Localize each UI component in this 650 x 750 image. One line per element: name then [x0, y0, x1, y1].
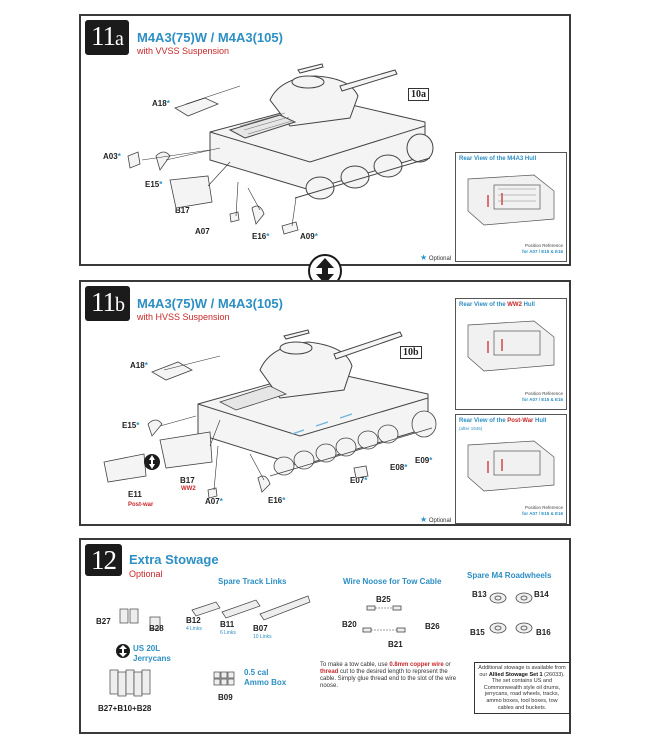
position-reference: Position Reference for A07 / E15 & E16 — [522, 505, 563, 516]
part-label-b09: B09 — [218, 693, 233, 702]
part-label-b17: B17 — [175, 206, 190, 215]
inset-title: Rear View of the Post-War Hull — [459, 418, 547, 424]
part-label-b16: B16 — [536, 628, 551, 637]
optional-star-icon: ★ — [420, 515, 428, 524]
step-number: 11a — [85, 20, 129, 55]
optional-legend: ★ Optional — [420, 253, 452, 262]
part-sub-b12: 4 Links — [186, 626, 202, 632]
part-note-ww2: WW2 — [181, 486, 196, 492]
part-label-b21: B21 — [388, 640, 403, 649]
step-title: M4A3(75)W / M4A3(105) — [137, 30, 283, 45]
part-label-b15: B15 — [470, 628, 485, 637]
swap-arrows-icon — [116, 644, 130, 658]
jerrycans-illustration — [109, 669, 151, 697]
part-label-a09: A09* — [300, 232, 318, 241]
part-label-b12: B12 — [186, 616, 201, 625]
part-label-e07: E07* — [350, 476, 368, 485]
part-label-b07: B07 — [253, 624, 268, 633]
rear-hull-sketch — [467, 320, 555, 372]
part-label-b26: B26 — [425, 622, 440, 631]
part-note-post-war: Post-war — [128, 502, 154, 508]
track-links-illustration — [191, 595, 311, 621]
part-sub-b11: 6 Links — [220, 630, 236, 636]
roadwheels-illustration — [489, 592, 533, 634]
part-label-e08: E08* — [390, 463, 408, 472]
parts-11a-shapes — [127, 85, 299, 235]
stowage-set-note: Additional stowage is available from our… — [474, 662, 570, 715]
step-number: 11b — [85, 286, 130, 321]
roadwheels-title: Spare M4 Roadwheels — [467, 571, 552, 580]
part-label-e15: E15* — [145, 180, 163, 189]
wire-noose-title: Wire Noose for Tow Cable — [343, 577, 442, 586]
part-label-a18: A18* — [130, 361, 148, 370]
part-label-b20: B20 — [342, 620, 357, 629]
part-label-b17: B17 — [180, 476, 195, 485]
ammo-box-title: 0.5 cal Ammo Box — [244, 668, 287, 687]
part-label-e16: E16* — [252, 232, 270, 241]
part-label-a07: A07 — [195, 227, 210, 236]
part-label-b13: B13 — [472, 590, 487, 599]
step-12-panel: 12 Extra Stowage Optional — [79, 538, 571, 734]
inset-rear-view-post-war: Rear View of the Post-War Hull (after 19… — [455, 414, 567, 524]
optional-star-icon: ★ — [420, 253, 428, 262]
part-label-e16: E16* — [268, 496, 286, 505]
part-label-e11: E11 — [128, 490, 142, 499]
part-label-a07: A07* — [205, 497, 223, 506]
ammo-box-illustration — [213, 671, 235, 686]
position-reference: Position Reference for A07 / E15 & E16 — [522, 243, 563, 254]
step-number: 12 — [85, 544, 122, 576]
part-label-e09: E09* — [415, 456, 433, 465]
rear-hull-sketch — [467, 174, 555, 226]
swap-arrows-icon — [308, 254, 342, 288]
part-label-a03: A03* — [103, 152, 121, 161]
tank-vvss-illustration — [209, 63, 434, 200]
part-label-b11: B11 — [220, 620, 235, 629]
step-subtitle: with VVSS Suspension — [137, 46, 230, 56]
step-11a-panel: 11a M4A3(75)W / M4A3(105) with VVSS Susp… — [79, 14, 571, 266]
inset-rear-view-ww2: Rear View of the WW2 Hull Position Refer… — [455, 298, 567, 410]
step-subtitle: with HVSS Suspension — [137, 312, 230, 322]
step-title: M4A3(75)W / M4A3(105) — [137, 296, 283, 311]
part-label-e15: E15* — [122, 421, 140, 430]
tank-hvss-illustration — [197, 329, 437, 477]
step-title: Extra Stowage — [129, 552, 219, 567]
optional-legend: ★ Optional — [420, 515, 452, 524]
inset-rear-view-m4a3: Rear View of the M4A3 Hull Position Refe… — [455, 152, 567, 262]
inset-title: Rear View of the M4A3 Hull — [459, 156, 537, 162]
jerrycan-parts-illustration — [119, 608, 161, 630]
part-label-b27: B27 — [96, 617, 111, 626]
tow-cable-note: To make a tow cable, use 0.8mm copper wi… — [320, 662, 457, 689]
part-label-a18: A18* — [152, 99, 170, 108]
step-subtitle: Optional — [129, 569, 163, 579]
part-label-jerrycans: B27+B10+B28 — [98, 704, 152, 713]
spare-track-title: Spare Track Links — [218, 577, 287, 586]
jerrycans-title: US 20L Jerrycans — [133, 644, 171, 663]
part-label-b25: B25 — [376, 595, 391, 604]
callout-10b: 10b — [400, 346, 422, 359]
part-label-b14: B14 — [534, 590, 549, 599]
parts-11b-shapes — [103, 355, 369, 499]
part-sub-b07: 10 Links — [253, 634, 272, 640]
inset-subtitle: (after 1945) — [459, 426, 483, 431]
callout-10a: 10a — [408, 88, 429, 101]
part-label-b28: B28 — [149, 624, 164, 633]
wire-noose-illustration — [362, 605, 406, 633]
rear-hull-sketch — [467, 440, 555, 492]
position-reference: Position Reference for A07 / E15 & E16 — [522, 391, 563, 402]
inset-title: Rear View of the WW2 Hull — [459, 302, 535, 308]
